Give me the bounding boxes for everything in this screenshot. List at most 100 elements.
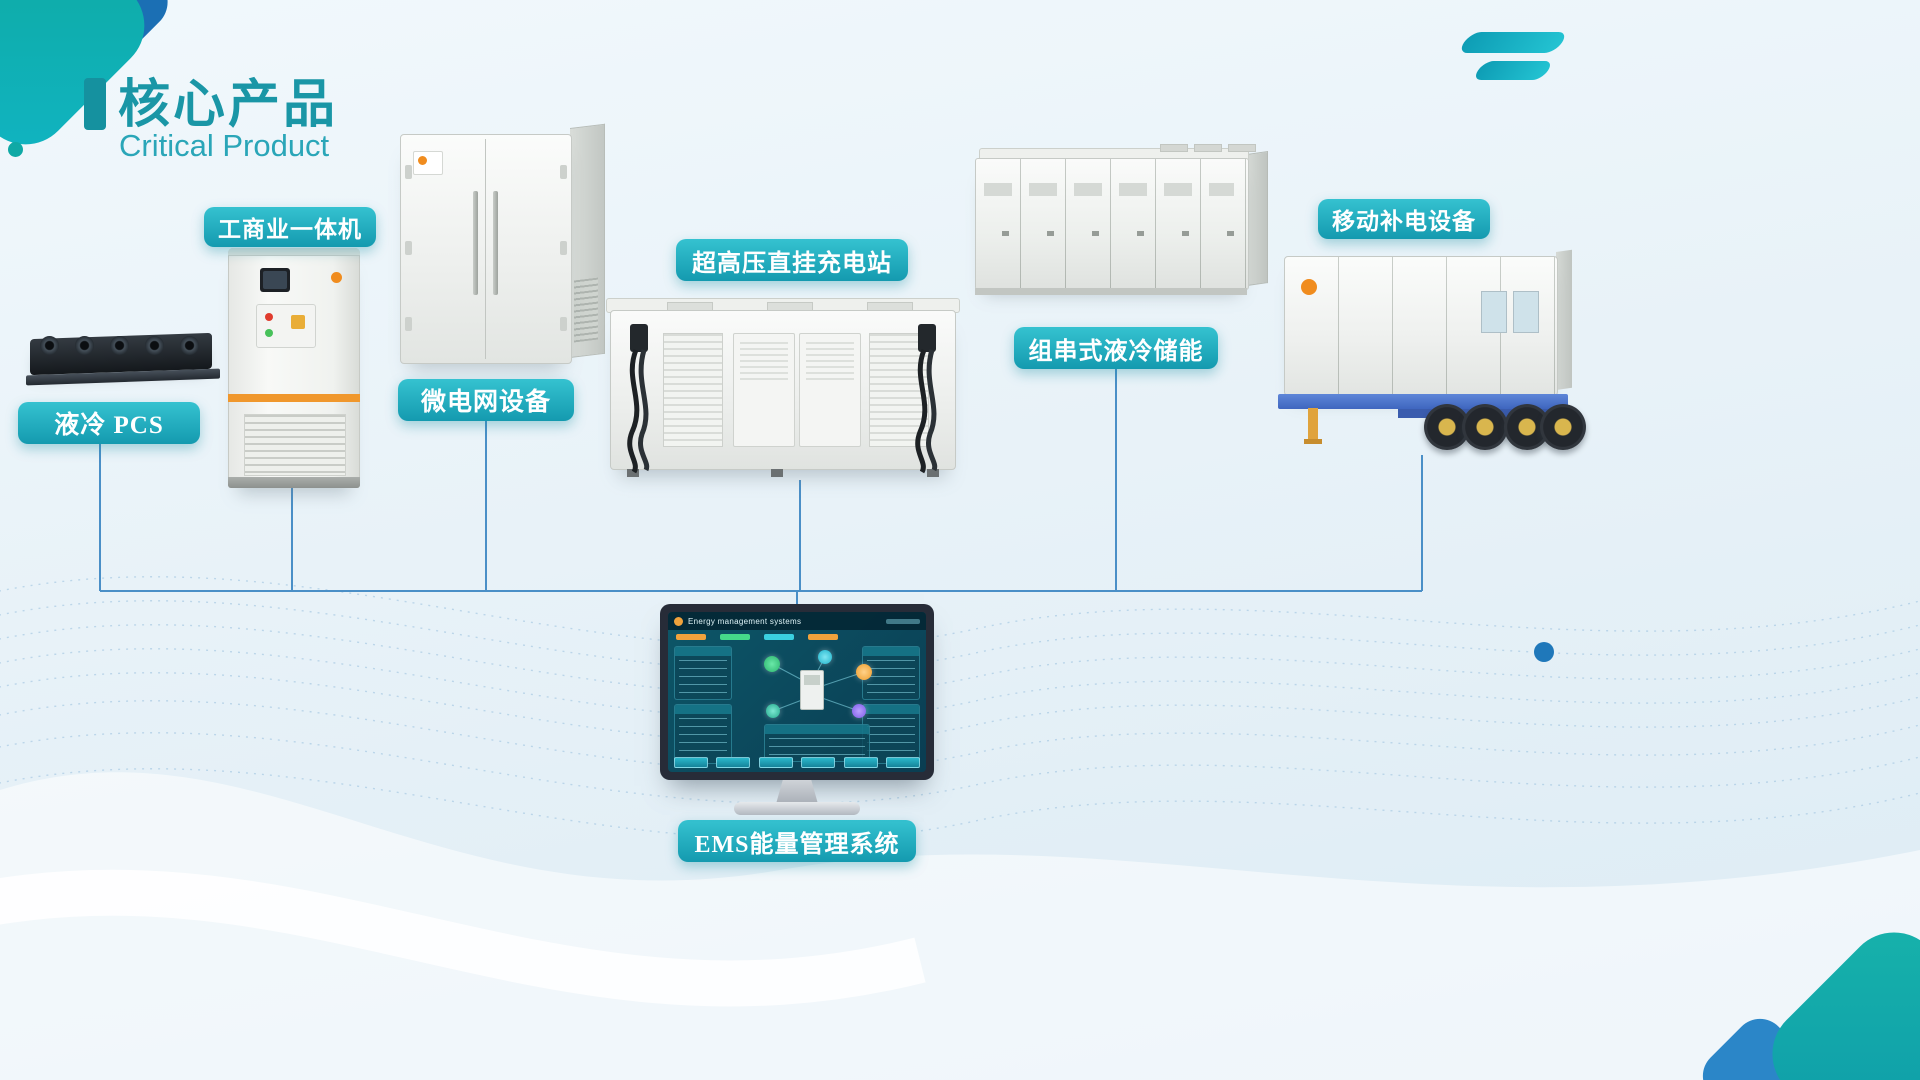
cabinet-vent-grille [244, 414, 346, 476]
ems-screen-button [758, 757, 793, 768]
ems-monitor: Energy management systems [660, 604, 934, 816]
storage-door-panels [975, 158, 1249, 290]
container-window [1481, 291, 1507, 333]
node-meter-icon [766, 704, 780, 718]
node-pv-icon [764, 656, 780, 672]
brand-logo-icon [1456, 30, 1570, 96]
ems-screen-header: Energy management systems [668, 612, 926, 630]
mode-chip [764, 634, 794, 640]
ems-summary-panel [764, 724, 870, 762]
roof-vent [1228, 144, 1256, 152]
hinge-icon [405, 317, 412, 331]
station-door [733, 333, 795, 447]
station-roof [606, 298, 960, 313]
ems-screen-button [843, 757, 878, 768]
ems-header-status [886, 618, 920, 624]
ems-data-panel [862, 704, 920, 764]
container-side-face [570, 123, 605, 358]
door-split-line [485, 139, 486, 359]
label-uhv-charging-station: 超高压直挂充电站 [676, 239, 908, 281]
hinge-icon [405, 165, 412, 179]
mobile-container-body [1284, 256, 1558, 396]
node-grid-icon [818, 650, 832, 664]
label-liquid-cooled-pcs: 液冷 PCS [18, 402, 200, 444]
cabinet-base [228, 477, 360, 488]
monitor-stand-base [734, 802, 860, 815]
node-storage-icon [852, 704, 866, 718]
cabinet-control-panel [256, 304, 316, 348]
hinge-icon [560, 241, 567, 255]
ems-logo-icon [674, 616, 683, 626]
fan-icon [110, 336, 129, 355]
logo-stroke-bottom [1471, 61, 1555, 80]
fan-icon [145, 336, 164, 355]
monitor-bezel: Energy management systems [660, 604, 934, 780]
led-green-icon [265, 329, 273, 337]
ems-button-row [674, 757, 920, 768]
container-logo-dot [1301, 279, 1317, 295]
ems-data-panel [674, 704, 732, 764]
led-red-icon [265, 313, 273, 321]
fan-icon [180, 336, 199, 355]
container-side-face [1247, 151, 1268, 286]
storage-base [975, 288, 1247, 295]
ems-screen-title: Energy management systems [688, 616, 802, 626]
monitor-stand-neck [776, 780, 818, 804]
ems-mode-chips [676, 634, 838, 640]
logo-stroke-top [1456, 32, 1570, 53]
mode-chip [676, 634, 706, 640]
container-front-doors [400, 134, 572, 364]
cabinet-orange-stripe [228, 394, 360, 402]
wheel-icon [1540, 404, 1586, 450]
microgrid-container-illustration [400, 123, 606, 370]
title-accent-bar [84, 78, 106, 130]
hinge-icon [560, 317, 567, 331]
label-string-storage: 组串式液冷储能 [1014, 327, 1218, 369]
mode-chip [808, 634, 838, 640]
container-side-face [1556, 249, 1572, 390]
label-mobile-recharging: 移动补电设备 [1318, 199, 1490, 239]
ems-screen-button [674, 757, 708, 768]
hinge-icon [560, 165, 567, 179]
ems-screen: Energy management systems [668, 612, 926, 772]
roof-vent [1194, 144, 1222, 152]
ems-center-cabinet [800, 670, 824, 710]
charging-cable-icon [915, 324, 938, 474]
door-vent-row [984, 183, 1234, 196]
cabinet-logo-dot [331, 272, 342, 283]
cabinet-button [291, 315, 305, 329]
cabinet-display [260, 268, 290, 292]
ems-screen-button [801, 757, 836, 768]
label-microgrid-equipment: 微电网设备 [398, 379, 574, 421]
ems-data-panel [674, 646, 732, 700]
label-commercial-all-in-one: 工商业一体机 [204, 207, 376, 247]
page-title: 核心产品 [118, 76, 339, 134]
page-subtitle: Critical Product [119, 128, 330, 163]
fan-icon [75, 336, 94, 355]
ems-screen-button [885, 757, 920, 768]
label-ems-system: EMS能量管理系统 [678, 820, 916, 862]
station-door [799, 333, 861, 447]
hinge-icon [405, 241, 412, 255]
mode-chip [720, 634, 750, 640]
accent-dot-topleft [8, 142, 23, 157]
container-nameplate [413, 151, 443, 175]
charging-station-illustration [602, 296, 962, 486]
string-storage-illustration [975, 144, 1268, 300]
side-vent-grille [574, 277, 598, 343]
mobile-recharging-illustration [1278, 248, 1586, 470]
node-load-icon [856, 664, 872, 680]
cabinet-top-cap [228, 248, 360, 256]
liquid-cooled-pcs-illustration [26, 328, 220, 394]
all-in-one-cabinet-illustration [228, 248, 360, 488]
fan-icon [40, 336, 59, 355]
station-foot [771, 469, 783, 477]
container-window [1513, 291, 1539, 333]
door-handle-row [1002, 231, 1242, 236]
door-handle-rod [493, 191, 498, 295]
charging-cable-icon [627, 324, 650, 474]
accent-dot-right [1534, 642, 1554, 662]
trailer-support-leg [1304, 408, 1322, 444]
